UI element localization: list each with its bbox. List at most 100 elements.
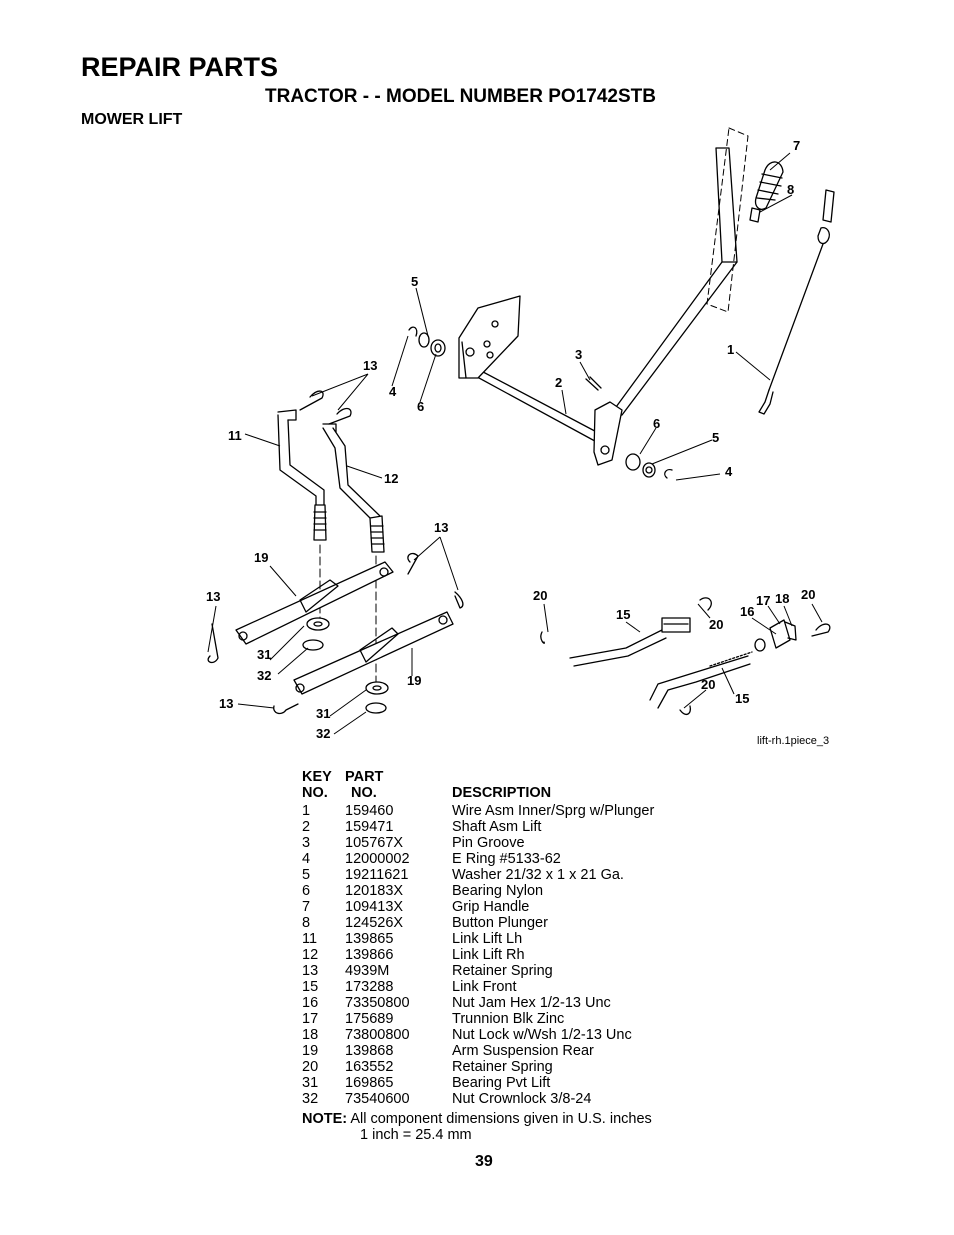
lift-wire [822, 189, 835, 223]
arm-suspension-upper [235, 561, 394, 645]
part-no: 109413X [345, 899, 404, 915]
key-no: 11 [302, 931, 318, 947]
part-no: 73800800 [345, 1027, 410, 1043]
callout-label: 15 [735, 691, 749, 706]
part-no: 175689 [345, 1011, 394, 1027]
exploded-parts-diagram: 7 8 5 1 3 13 4 2 6 6 5 11 4 12 13 19 13 … [206, 127, 835, 747]
callout-label: 18 [775, 591, 789, 606]
callout-label: 20 [801, 587, 815, 602]
callout-label: 31 [257, 647, 271, 662]
part-no: 159471 [345, 819, 394, 835]
key-no: 4 [302, 851, 311, 867]
part-description: Retainer Spring [452, 963, 553, 979]
callout-label: 20 [533, 588, 547, 603]
part-description: Nut Crownlock 3/8-24 [452, 1091, 592, 1107]
callout-label: 11 [228, 428, 242, 443]
arm-suspension-lower [293, 611, 454, 695]
part-description: Bearing Nylon [452, 883, 544, 899]
part-description: Nut Jam Hex 1/2-13 Unc [452, 995, 611, 1011]
link-front-lower [649, 655, 751, 709]
part-no: 139866 [345, 947, 394, 963]
part-description: Shaft Asm Lift [452, 819, 542, 835]
part-no: 19211621 [345, 867, 409, 883]
note-line-1: All component dimensions given in U.S. i… [350, 1111, 652, 1127]
callout-label: 13 [206, 589, 220, 604]
part-no: 139868 [345, 1043, 394, 1059]
key-no: 5 [302, 867, 311, 883]
washer-upper [418, 332, 430, 348]
part-description: Retainer Spring [452, 1059, 553, 1075]
callout-label: 3 [575, 347, 582, 362]
key-no: 20 [302, 1059, 319, 1075]
callout-label: 6 [417, 399, 424, 414]
note-line-2: 1 inch = 25.4 mm [360, 1127, 472, 1143]
header-part-top: PART [345, 769, 384, 785]
header-part-bottom: NO. [351, 785, 377, 801]
part-no: 163552 [345, 1059, 394, 1075]
part-no: 173288 [345, 979, 394, 995]
part-no: 12000002 [345, 851, 410, 867]
lift-shaft [467, 363, 609, 447]
callout-label: 5 [712, 430, 719, 445]
key-no: 1 [302, 803, 311, 819]
part-description: Button Plunger [452, 915, 548, 931]
key-no: 31 [302, 1075, 319, 1091]
callout-label: 13 [219, 696, 233, 711]
part-description: E Ring #5133-62 [452, 851, 561, 867]
key-no: 16 [302, 995, 319, 1011]
key-no: 2 [302, 819, 311, 835]
bearing-pvt-lower [365, 681, 389, 695]
key-no: 15 [302, 979, 319, 995]
part-description: Nut Lock w/Wsh 1/2-13 Unc [452, 1027, 632, 1043]
callout-label: 17 [756, 593, 770, 608]
key-no: 32 [302, 1091, 319, 1107]
grip-dashed-outline [706, 127, 749, 313]
callout-label: 13 [363, 358, 377, 373]
part-no: 159460 [345, 803, 394, 819]
callout-label: 15 [616, 607, 630, 622]
note-label: NOTE: [302, 1111, 348, 1127]
callout-label: 4 [725, 464, 733, 479]
callout-label: 32 [316, 726, 330, 741]
lift-handle [607, 147, 738, 419]
header-key-bottom: NO. [302, 785, 328, 801]
part-no: 169865 [345, 1075, 394, 1091]
figure-reference: lift-rh.1piece_3 [757, 735, 829, 747]
bearing-upper [430, 339, 446, 357]
link-lift-rh [322, 427, 381, 521]
nut-upper [302, 639, 324, 651]
part-description: Arm Suspension Rear [452, 1043, 594, 1059]
part-no: 73540600 [345, 1091, 410, 1107]
bearing-right [625, 453, 641, 471]
part-no: 73350800 [345, 995, 410, 1011]
key-no: 12 [302, 947, 319, 963]
callout-label: 19 [407, 673, 421, 688]
part-no: 105767X [345, 835, 404, 851]
callout-label: 31 [316, 706, 330, 721]
callout-label: 19 [254, 550, 268, 565]
part-description: Washer 21/32 x 1 x 21 Ga. [452, 867, 624, 883]
part-description: Wire Asm Inner/Sprg w/Plunger [452, 803, 655, 819]
callout-label: 7 [793, 138, 800, 153]
grip-handle [754, 161, 784, 210]
callout-label: 20 [701, 677, 715, 692]
callout-label: 2 [555, 375, 562, 390]
callout-label: 5 [411, 274, 418, 289]
part-no: 124526X [345, 915, 404, 931]
part-no: 4939M [345, 963, 390, 979]
callout-label: 4 [389, 384, 397, 399]
callout-label: 16 [740, 604, 754, 619]
key-no: 17 [302, 1011, 319, 1027]
link-lift-lh [277, 414, 325, 506]
header-key-top: KEY [302, 769, 332, 785]
button-plunger [749, 207, 761, 223]
key-no: 18 [302, 1027, 319, 1043]
callout-label: 1 [727, 342, 734, 357]
callout-label: 13 [434, 520, 448, 535]
nut-lower [365, 702, 387, 714]
key-no: 6 [302, 883, 311, 899]
page-title: REPAIR PARTS [81, 52, 279, 82]
note-block: NOTE: All component dimensions given in … [302, 1111, 652, 1143]
part-description: Trunnion Blk Zinc [452, 1011, 565, 1027]
key-no: 19 [302, 1043, 319, 1059]
